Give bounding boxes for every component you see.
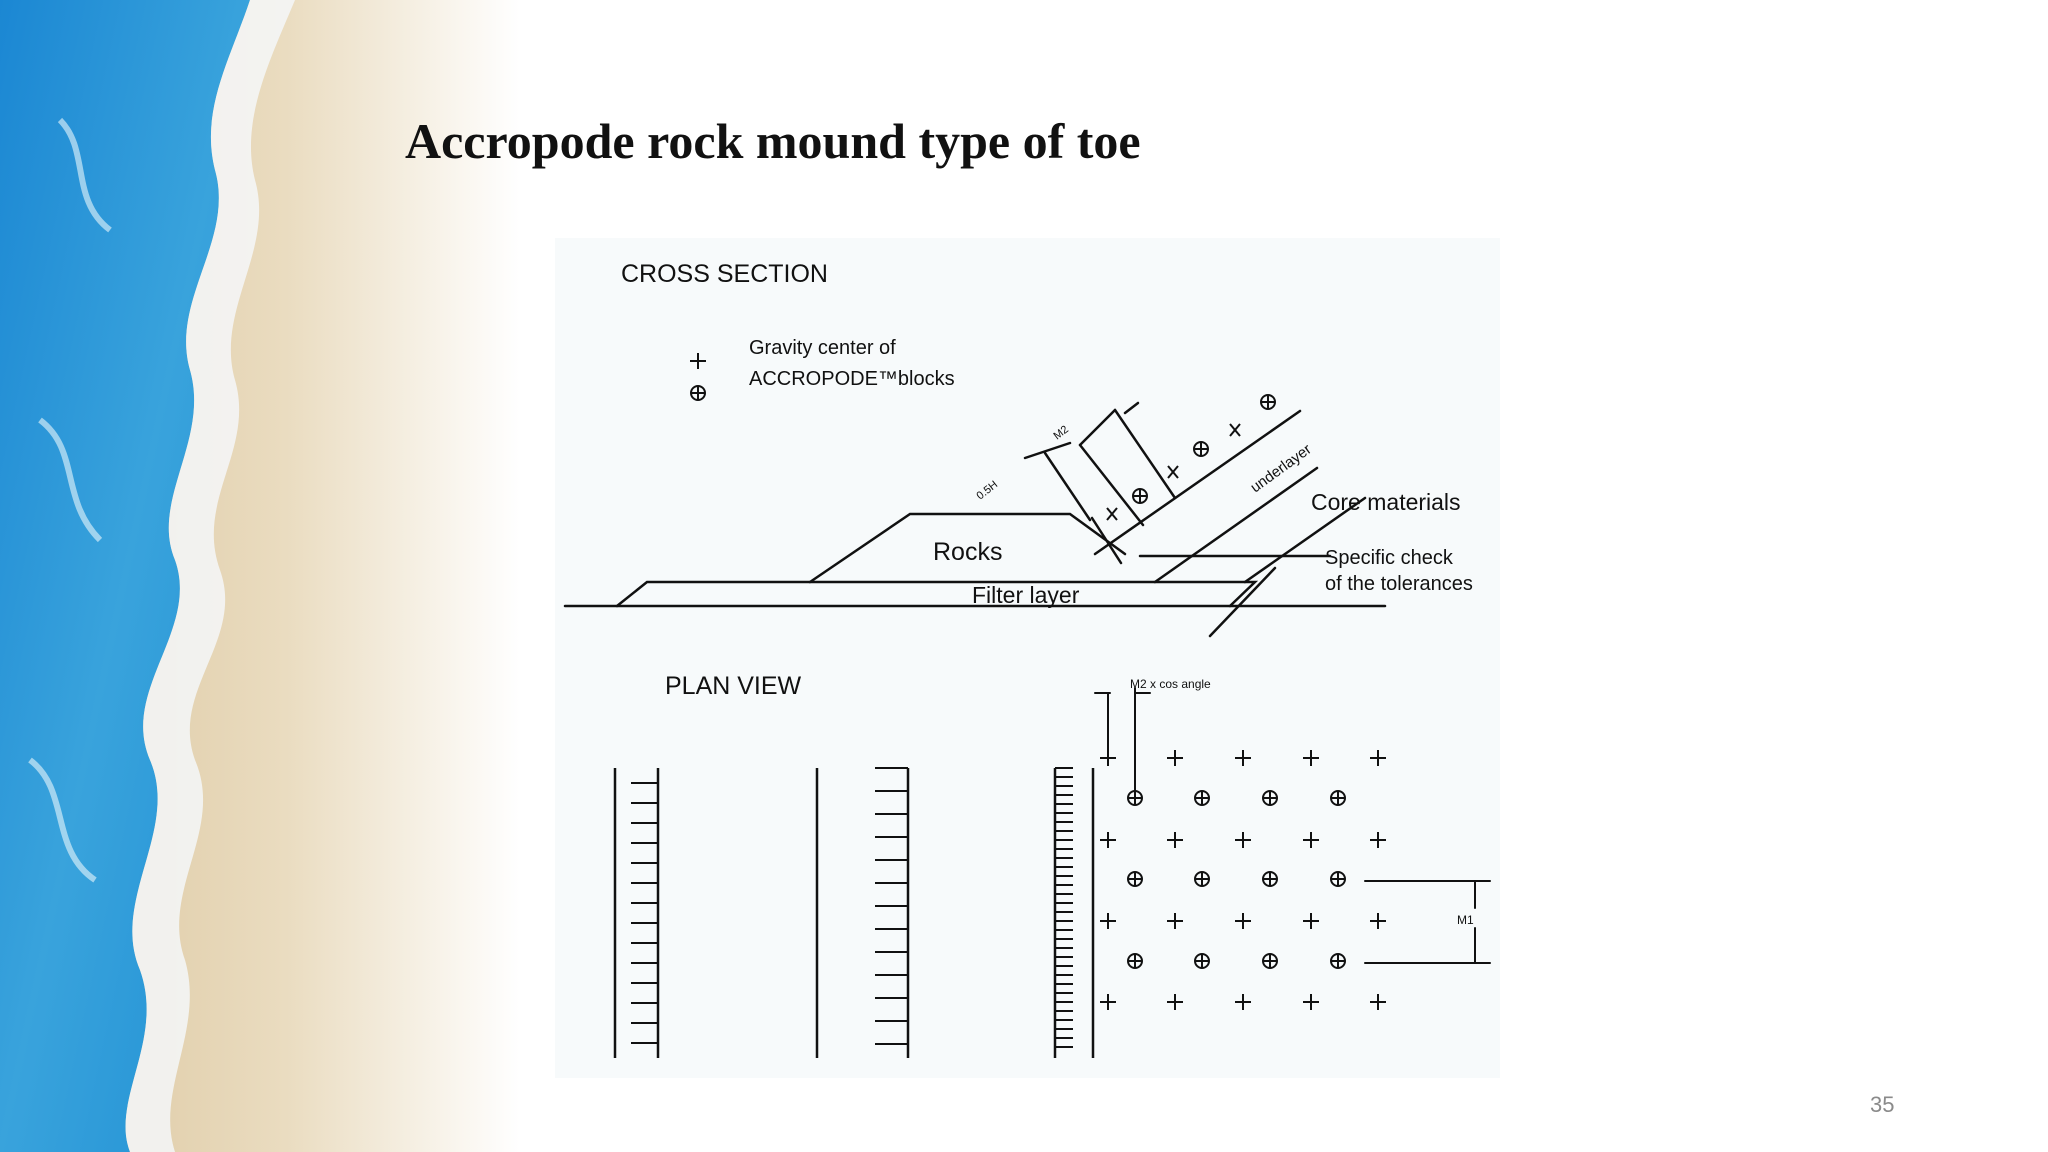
legend-text-line1: Gravity center of — [749, 337, 896, 359]
plan-view-block-grid — [1100, 750, 1386, 1010]
filter-layer-outline — [615, 580, 1259, 608]
dim-m2-leader-1 — [1113, 408, 1177, 500]
plan-view-heading: PLAN VIEW — [665, 672, 802, 700]
rocks-outline — [808, 512, 1127, 584]
dim-m2-leader-2 — [1078, 443, 1145, 527]
page-number: 35 — [1870, 1092, 1895, 1117]
tolerance-check-line1: Specific check — [1325, 547, 1454, 569]
dim-05h-leader — [1043, 451, 1092, 522]
dim-m2-tick — [1123, 401, 1140, 415]
tolerance-check-line2: of the tolerances — [1325, 573, 1473, 595]
slope-block-markers — [1106, 394, 1276, 521]
legend-circle-plus-icon — [690, 385, 706, 401]
diagram-background — [555, 238, 1500, 1078]
legend-text-line2: ACCROPODE™blocks — [749, 368, 955, 390]
plan-view-ticks — [631, 767, 1073, 1048]
dim-m2-bar-left — [1078, 408, 1117, 447]
core-materials-label: Core materials — [1311, 489, 1461, 515]
legend-plus-icon — [690, 353, 706, 369]
dim-m2cos-label: M2 x cos angle — [1130, 677, 1211, 691]
slide-title: Accropode rock mound type of toe — [405, 113, 1141, 169]
underlayer-line-2 — [1153, 466, 1319, 584]
cross-section-heading: CROSS SECTION — [621, 260, 828, 288]
underlayer-line-3 — [1243, 496, 1367, 584]
tolerance-leader-line — [1208, 566, 1277, 638]
rocks-label: Rocks — [933, 538, 1002, 566]
accropode-toe-diagram: CROSS SECTION Gravity center of ACCROPOD… — [555, 238, 1500, 1078]
filter-layer-label: Filter layer — [972, 582, 1080, 608]
dim-05h-bar — [1023, 441, 1072, 460]
underlayer-line-1 — [1093, 409, 1302, 556]
ocean-sand-background — [0, 0, 520, 1152]
dim-05h-leader-2 — [1090, 516, 1123, 565]
dim-m1-label: M1 — [1457, 913, 1474, 927]
